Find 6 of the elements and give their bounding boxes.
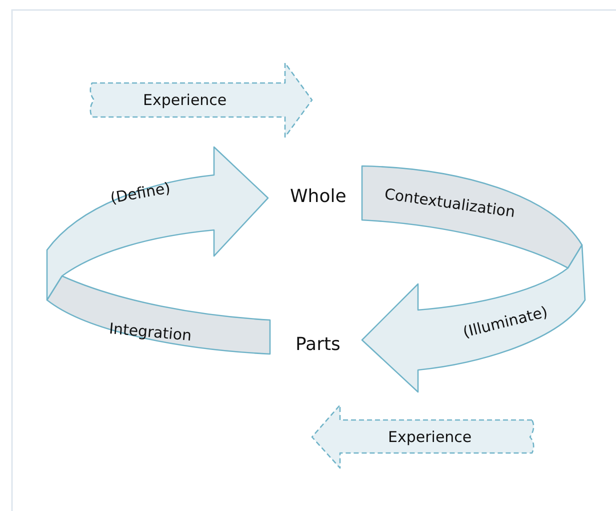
arrow-label: Integration [108,319,192,345]
stage-label: Whole [290,188,346,206]
stage-label: Parts [296,336,340,354]
arrow-label: (Define) [108,178,172,208]
arrow-label: Experience [388,428,472,446]
arrow-label: Experience [143,91,227,109]
